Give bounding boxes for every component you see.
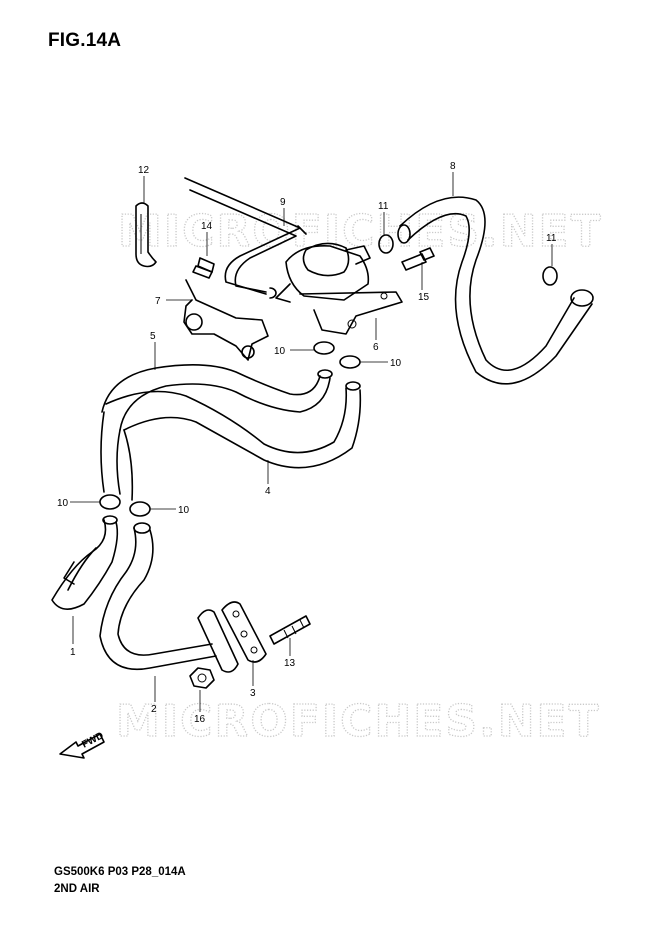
callout-12: 12 <box>138 165 150 176</box>
bolt-part-14[interactable] <box>192 257 215 279</box>
callout-10-c: 10 <box>57 498 69 509</box>
forward-direction-arrow: FWD <box>59 730 106 759</box>
callout-6: 6 <box>373 342 379 353</box>
callout-10-b: 10 <box>390 358 402 369</box>
hose-part-9[interactable] <box>184 177 307 299</box>
callout-11-right: 11 <box>546 233 557 244</box>
callout-15: 15 <box>418 292 430 303</box>
flange-part-3[interactable] <box>197 601 267 673</box>
callout-9: 9 <box>280 197 286 208</box>
nut-part-16[interactable] <box>189 667 215 689</box>
bracket-part-7[interactable] <box>183 279 269 361</box>
callout-13: 13 <box>284 658 296 669</box>
callout-10-a: 10 <box>274 346 286 357</box>
clip-part-12[interactable] <box>135 202 157 268</box>
bolt-part-15[interactable] <box>401 247 435 271</box>
hose-part-8[interactable] <box>397 196 594 385</box>
figure-title: FIG.14A <box>48 30 122 51</box>
callout-7: 7 <box>155 296 161 307</box>
clamp-part-11-left[interactable] <box>378 234 394 254</box>
pipe-part-2[interactable] <box>99 522 217 670</box>
clamp-part-10-a[interactable] <box>313 341 335 355</box>
stud-part-13[interactable] <box>269 615 311 645</box>
callout-8: 8 <box>450 161 456 172</box>
callout-2: 2 <box>151 704 157 715</box>
reed-valve-part-6[interactable] <box>275 242 403 335</box>
hose-part-4[interactable] <box>105 381 362 501</box>
pipe-part-1[interactable] <box>51 515 119 610</box>
watermark-top: MICROFICHES.NET <box>118 206 603 257</box>
callout-14: 14 <box>201 221 213 232</box>
leader-lines <box>70 172 553 712</box>
callout-11-left: 11 <box>378 201 389 212</box>
callout-5: 5 <box>150 331 156 342</box>
callout-16: 16 <box>194 714 206 725</box>
clamp-part-10-d[interactable] <box>129 501 151 517</box>
figure-name: 2ND AIR <box>54 883 100 895</box>
watermark-bottom: MICROFICHES.NET <box>116 696 601 747</box>
clamp-part-10-b[interactable] <box>339 355 361 369</box>
hose-part-5[interactable] <box>100 364 333 495</box>
figure-code: GS500K6 P03 P28_014A <box>54 866 186 878</box>
clamp-part-11-right[interactable] <box>542 266 558 286</box>
clamp-part-10-c[interactable] <box>99 494 121 510</box>
callout-1: 1 <box>70 647 76 658</box>
callout-3: 3 <box>250 688 256 699</box>
callout-4: 4 <box>265 486 271 497</box>
callout-10-d: 10 <box>178 505 190 516</box>
